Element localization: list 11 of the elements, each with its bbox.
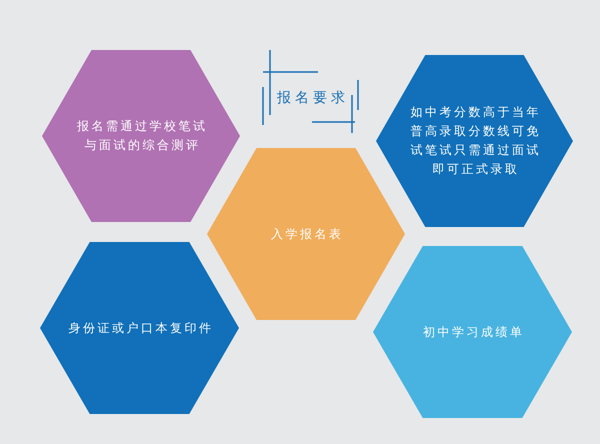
hexagon [40, 242, 239, 414]
requirement-text: 初中学习成绩单 [422, 324, 526, 340]
requirement-text: 入学报名表 [270, 226, 344, 242]
requirement-text: 身份证或户口本复印件 [67, 320, 214, 336]
hexagon [376, 55, 573, 227]
requirement-text: 如中考分数高于当年普高录取分数线可免试笔试只需通过面试即可正式录取 [410, 104, 541, 178]
hexagon [207, 148, 405, 320]
hexagon [373, 246, 572, 418]
hexagon [42, 50, 240, 222]
title: 报名要求 [277, 89, 349, 107]
requirement-text: 报名需通过学校笔试与面试的综合测评 [77, 118, 208, 154]
